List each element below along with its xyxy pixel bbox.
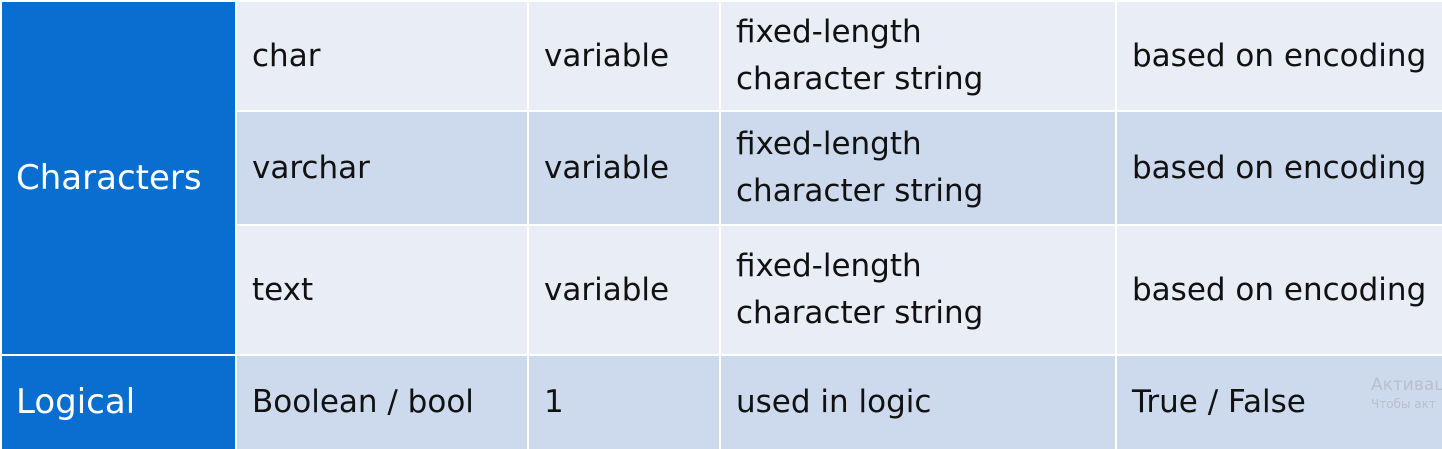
description-cell: fixed-length character string [719, 0, 1117, 112]
type-cell: text [235, 224, 529, 356]
table-row: varchar variable fixed-length character … [1, 110, 1442, 226]
size-cell: variable [527, 110, 721, 226]
category-label: Characters [16, 157, 202, 198]
description-cell: fixed-length character string [719, 224, 1117, 356]
range-cell: based on encoding [1115, 110, 1442, 226]
table-row: Logical Boolean / bool 1 used in logic T… [0, 354, 1442, 449]
size-cell: variable [527, 0, 721, 112]
category-label: Logical [16, 382, 136, 422]
table-row: Characters char variable fixed-length ch… [0, 0, 1442, 356]
description-cell: fixed-length character string [719, 110, 1117, 226]
type-cell: Boolean / bool [235, 354, 529, 449]
activation-watermark: Активац Чтобы акт [1371, 374, 1442, 412]
size-cell: 1 [527, 354, 721, 449]
category-cell-logical: Logical [0, 354, 237, 449]
table-row: text variable fixed-length character str… [1, 224, 1442, 356]
range-cell: True / False [1115, 354, 1442, 449]
description-cell: used in logic [719, 354, 1117, 449]
type-cell: char [235, 0, 529, 112]
range-cell: based on encoding [1115, 0, 1442, 112]
watermark-line-1: Активац [1371, 375, 1442, 395]
watermark-line-2: Чтобы акт [1371, 397, 1436, 411]
range-cell: based on encoding [1115, 224, 1442, 356]
size-cell: variable [527, 224, 721, 356]
type-cell: varchar [235, 110, 529, 226]
category-cell-characters: Characters [0, 0, 237, 356]
